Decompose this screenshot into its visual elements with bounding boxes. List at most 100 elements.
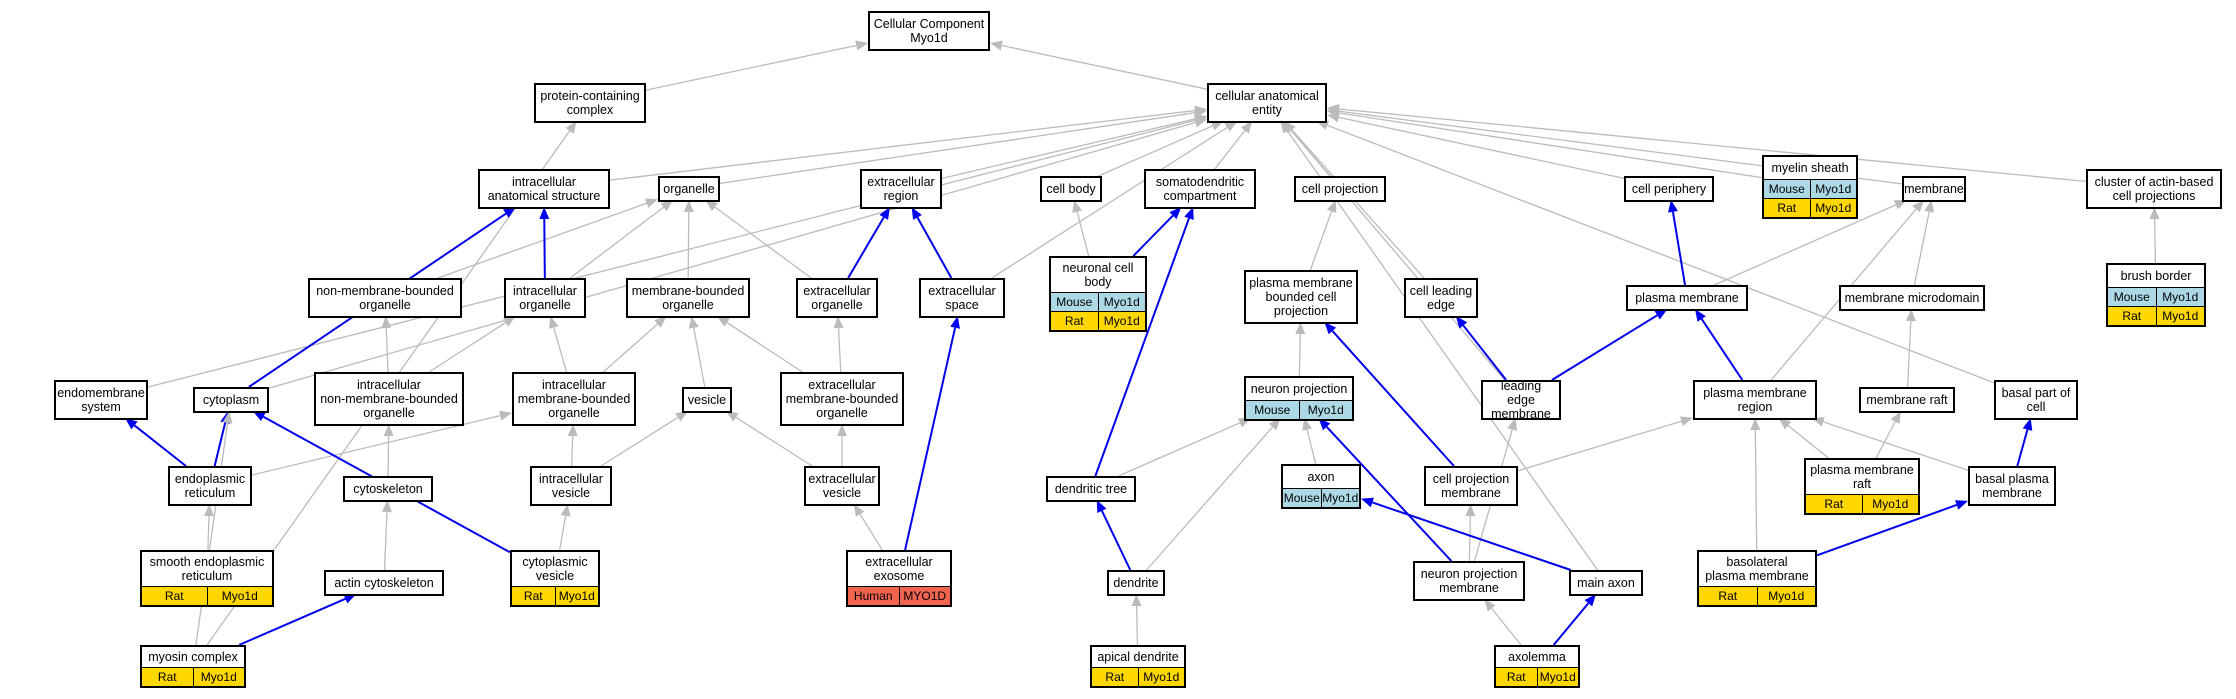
node-acsk[interactable]: actin cytoskeleton — [324, 570, 444, 596]
node-title: cytoskeleton — [353, 482, 423, 496]
node-title: Cellular Component Myo1d — [873, 17, 985, 45]
node-inmbo[interactable]: intracellular non-membrane-bounded organ… — [314, 372, 464, 426]
species-label: Rat — [1051, 312, 1098, 330]
edge-er-cyto — [213, 422, 227, 467]
node-cpj[interactable]: cell projection — [1294, 176, 1386, 202]
edge-io-org — [569, 206, 664, 279]
edge-imbo-io — [553, 327, 568, 373]
arrowhead-er-ems — [125, 418, 138, 430]
node-bpc[interactable]: basal part of cell — [1994, 380, 2078, 420]
node-bpm[interactable]: basal plasma membrane — [1968, 466, 2056, 506]
node-title: membrane raft — [1866, 393, 1948, 407]
node-ias[interactable]: intracellular anatomical structure — [478, 169, 610, 209]
node-pmbcp[interactable]: plasma membrane bounded cell projection — [1244, 270, 1358, 324]
node-pm[interactable]: plasma membrane — [1626, 285, 1748, 311]
arrowhead-iv-ves — [675, 411, 689, 422]
node-dt[interactable]: dendritic tree — [1046, 476, 1136, 502]
node-lem[interactable]: leading edge membrane — [1481, 379, 1561, 421]
node-title: leading edge membrane — [1491, 379, 1551, 421]
node-imbo[interactable]: intracellular membrane-bounded organelle — [512, 372, 636, 426]
node-title: cell projection — [1301, 182, 1379, 196]
arrowhead-bb-cabcp — [2149, 207, 2160, 220]
node-npm[interactable]: neuron projection membrane — [1413, 561, 1525, 601]
node-mbo[interactable]: membrane-bounded organelle — [626, 278, 750, 318]
gene-label: MYO1D — [898, 587, 950, 605]
node-cae[interactable]: cellular anatomical entity — [1207, 83, 1327, 123]
node-exo[interactable]: extracellular organelle — [796, 278, 878, 318]
arrowhead-lem-pm — [1654, 309, 1668, 320]
edge-inmbo-nmbo — [385, 327, 389, 373]
edge-cv-iv — [559, 515, 567, 551]
edge-acsk-csk — [383, 511, 388, 571]
node-dend[interactable]: dendrite — [1107, 570, 1165, 596]
node-exs[interactable]: extracellular space — [919, 278, 1005, 318]
node-pcc[interactable]: protein-containing complex — [534, 83, 646, 123]
node-exv[interactable]: extracellular vesicle — [804, 466, 880, 506]
node-cle[interactable]: cell leading edge — [1404, 278, 1478, 318]
node-title: dendrite — [1113, 576, 1159, 590]
edge-pmraft-pmr — [1787, 425, 1829, 459]
edge-mr-mmd — [1906, 320, 1912, 388]
node-title: endomembrane system — [57, 386, 145, 414]
gene-label: Myo1d — [1320, 489, 1359, 507]
edge-exex-exv — [859, 513, 883, 551]
gene-label: Myo1d — [1809, 180, 1856, 198]
node-cabcp[interactable]: cluster of actin-based cell projections — [2086, 169, 2222, 209]
species-label: Mouse — [2108, 288, 2156, 306]
node-ems[interactable]: endomembrane system — [54, 380, 148, 420]
arrowhead-cae-root — [990, 40, 1003, 51]
edge-cpm-pmr — [1517, 420, 1682, 472]
node-io[interactable]: intracellular organelle — [504, 278, 586, 318]
edge-blpm-pmr — [1754, 429, 1758, 551]
species-label: Rat — [142, 668, 193, 686]
node-root[interactable]: Cellular Component Myo1d — [868, 11, 990, 51]
arrowhead-exo-exr — [879, 207, 890, 220]
node-title: plasma membrane bounded cell projection — [1249, 276, 1353, 318]
gene-label: Myo1d — [1137, 668, 1184, 686]
node-title: actin cytoskeleton — [334, 576, 434, 590]
edge-pmbcp-cpj — [1309, 211, 1333, 271]
node-mem[interactable]: membrane — [1902, 176, 1966, 202]
arrowhead-dt-sdc — [1184, 207, 1194, 220]
node-title: neuron projection — [1250, 382, 1348, 396]
edge-blpm-bpm — [1816, 504, 1958, 557]
node-title: membrane — [1904, 182, 1964, 196]
node-title: non-membrane-bounded organelle — [316, 284, 454, 312]
node-nmbo[interactable]: non-membrane-bounded organelle — [308, 278, 462, 318]
node-cpm[interactable]: cell projection membrane — [1424, 466, 1518, 506]
node-title: smooth endoplasmic reticulum — [149, 555, 265, 583]
node-ves[interactable]: vesicle — [682, 387, 732, 413]
node-exmbo[interactable]: extracellular membrane-bounded organelle — [780, 372, 904, 426]
node-max[interactable]: main axon — [1569, 570, 1643, 596]
node-exr[interactable]: extracellular region — [860, 169, 942, 209]
node-org[interactable]: organelle — [658, 176, 720, 202]
node-cper[interactable]: cell periphery — [1624, 176, 1714, 202]
node-cyto[interactable]: cytoplasm — [193, 387, 269, 413]
node-er[interactable]: endoplasmic reticulum — [168, 466, 252, 506]
node-csk[interactable]: cytoskeleton — [343, 476, 433, 502]
node-pmr[interactable]: plasma membrane region — [1693, 380, 1817, 420]
node-sdc[interactable]: somatodendritic compartment — [1144, 169, 1256, 209]
node-title: plasma membrane — [1635, 291, 1739, 305]
arrowhead-axon-np — [1302, 418, 1313, 431]
node-mmd[interactable]: membrane microdomain — [1839, 285, 1985, 311]
node-cb[interactable]: cell body — [1040, 176, 1102, 202]
node-iv[interactable]: intracellular vesicle — [530, 466, 612, 506]
arrowhead-cv-iv — [560, 504, 571, 517]
arrowhead-ad-dend — [1131, 594, 1142, 607]
node-mr[interactable]: membrane raft — [1859, 387, 1955, 413]
arrowhead-cyto-ias — [503, 207, 516, 218]
